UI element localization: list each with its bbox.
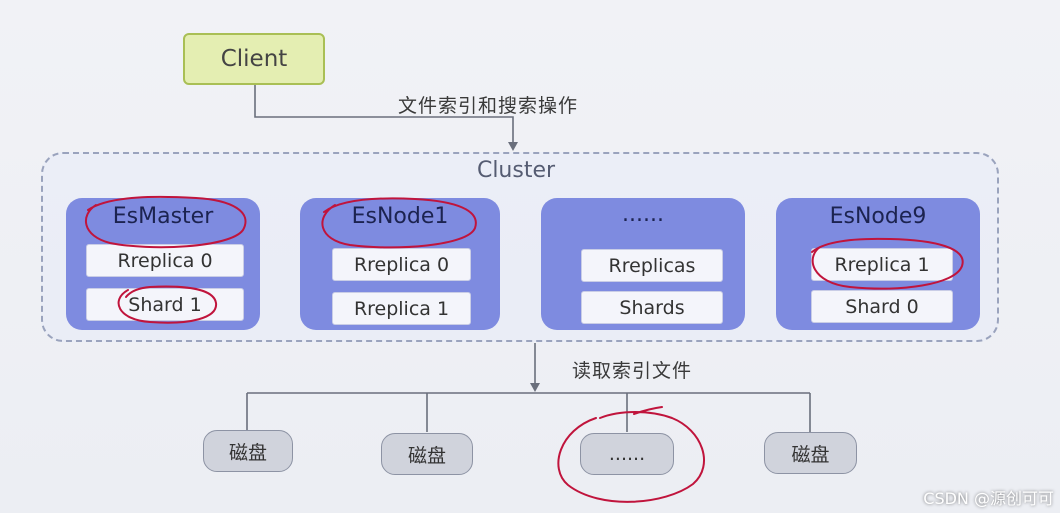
annotation-tick-disk3 (633, 406, 663, 415)
node-title: EsNode9 (829, 204, 927, 229)
client-label: Client (220, 46, 288, 72)
watermark: CSDN @源创可可 (923, 489, 1054, 508)
node-esmaster: EsMaster Rreplica 0 Shard 1 (66, 198, 260, 330)
node-item: Rreplica 1 (811, 248, 953, 281)
disk-label: 磁盘 (791, 443, 830, 466)
disk-label: 磁盘 (407, 444, 446, 467)
annotation-circle-replica1 (811, 237, 964, 290)
disk-1: 磁盘 (203, 430, 293, 472)
node-title: ...... (622, 202, 664, 227)
disk-2: 磁盘 (381, 433, 473, 475)
cluster-title: Cluster (476, 158, 556, 183)
node-item: Rreplica 0 (332, 248, 471, 281)
edge-label-read-index: 读取索引文件 (572, 360, 693, 382)
node-esnode9: EsNode9 Rreplica 1 Shard 0 (776, 198, 980, 330)
client-box: Client (183, 33, 325, 85)
node-title: EsNode1 (351, 204, 449, 229)
node-item: Shards (581, 291, 723, 324)
client-to-cluster-arrowhead (508, 142, 518, 151)
node-item: Rreplica 1 (332, 292, 471, 325)
annotation-circle-shard1 (117, 285, 218, 324)
node-item: Shard 0 (811, 290, 953, 323)
annotation-circle-disk3 (557, 411, 705, 503)
edge-label-index-search: 文件索引和搜索操作 (398, 95, 579, 117)
annotation-circle-esmaster (85, 195, 247, 249)
node-item: Shard 1 (86, 288, 244, 321)
node-esnode1: EsNode1 Rreplica 0 Rreplica 1 (300, 198, 500, 330)
cluster-to-disks-arrowhead (530, 383, 540, 392)
disk-4: 磁盘 (764, 432, 857, 474)
node-title: EsMaster (112, 204, 214, 229)
disk-label: 磁盘 (228, 441, 267, 464)
client-to-cluster-connector (254, 85, 514, 146)
annotation-circle-esnode1 (321, 197, 477, 249)
node-item: Rreplicas (581, 249, 723, 282)
node-item: Rreplica 0 (86, 244, 244, 277)
disk-3: ...... (580, 433, 674, 475)
node-ellipsis: ...... Rreplicas Shards (541, 198, 745, 330)
disk-label: ...... (608, 443, 646, 465)
